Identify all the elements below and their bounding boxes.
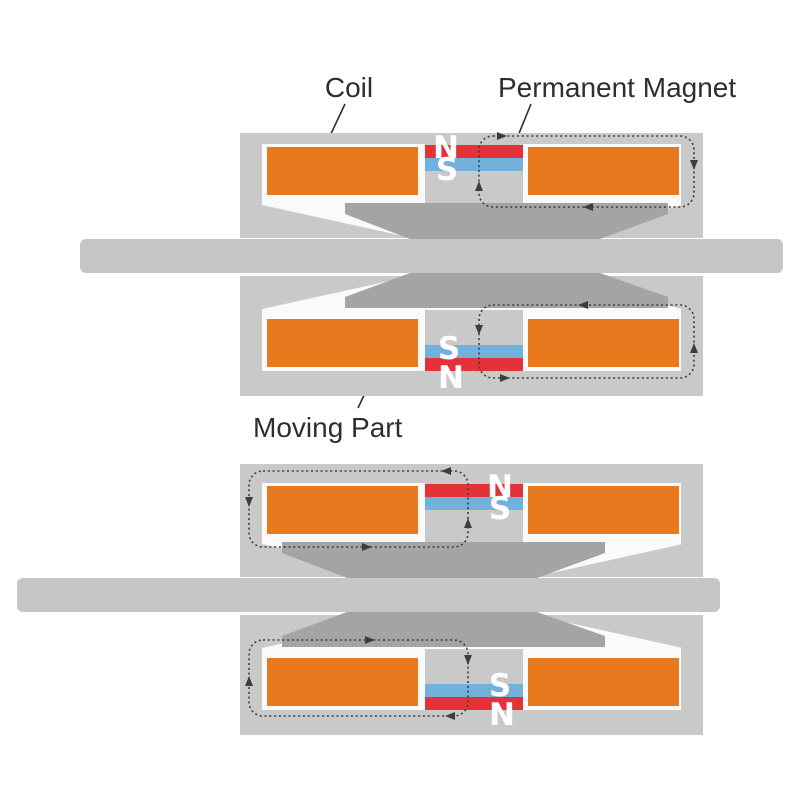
flux-arrow-left xyxy=(441,467,451,475)
coil-label: Coil xyxy=(325,72,373,103)
d1-flux-loops xyxy=(475,132,698,382)
flux-arrow-right xyxy=(365,636,375,644)
flux-arrow-right xyxy=(362,543,372,551)
magnet-south-layer xyxy=(425,345,523,358)
magnet-south-layer xyxy=(425,158,523,171)
magnet-south-layer xyxy=(425,497,523,510)
magnet-north-layer xyxy=(425,145,523,158)
stator-foot-wedge-left xyxy=(262,205,412,238)
d1-moving-part xyxy=(80,203,783,308)
mover-shaft xyxy=(17,578,720,612)
pole-letter-s: S xyxy=(438,331,460,367)
pole-letter-n: N xyxy=(433,130,459,166)
mover-hub-lower xyxy=(345,273,668,308)
flux-arrow-left xyxy=(578,301,588,309)
flux-arrow-up xyxy=(475,181,483,191)
stator-right-leg xyxy=(681,276,703,396)
flux-arrow-left xyxy=(445,712,455,720)
d1-pole-letters: N S S N xyxy=(433,130,464,396)
permanent-magnet-label: Permanent Magnet xyxy=(498,72,736,103)
pole-letter-s: S xyxy=(489,668,511,704)
pole-letter-n: N xyxy=(438,360,464,396)
annotations: Coil Permanent Magnet Moving Part xyxy=(253,72,736,443)
flux-arrow-down xyxy=(245,497,253,507)
d2-moving-part xyxy=(17,542,720,647)
stator-bottom-band xyxy=(240,371,703,396)
flux-arrow-up xyxy=(464,518,472,528)
moving-part-label: Moving Part xyxy=(253,412,403,443)
stator-right-leg xyxy=(681,615,703,735)
coil-left xyxy=(267,147,418,195)
coil-right xyxy=(528,147,679,195)
mover-hub-upper xyxy=(282,542,605,578)
stator-right-leg xyxy=(681,464,703,577)
stator-foot-wedge-left xyxy=(262,276,412,309)
mover-hub-upper xyxy=(345,203,668,239)
stator-left-leg xyxy=(240,464,262,577)
coil-right xyxy=(528,319,679,367)
flux-arrow-down xyxy=(464,655,472,665)
mover-hub-lower xyxy=(282,612,605,647)
stator-bottom-band xyxy=(240,710,703,735)
diagram-2: N S S N xyxy=(17,464,720,735)
stator-left-leg xyxy=(240,615,262,735)
flux-loop-upper xyxy=(478,135,695,208)
coil-right xyxy=(528,658,679,706)
coil-left xyxy=(267,658,418,706)
pole-letter-n: N xyxy=(487,469,513,505)
d1-stator-lower-core xyxy=(240,276,703,396)
pole-letter-n: N xyxy=(489,697,515,733)
magnet-north-layer xyxy=(425,697,523,710)
magnet-north-layer xyxy=(425,484,523,497)
stator-left-leg xyxy=(240,276,262,396)
pole-letter-s: S xyxy=(436,152,458,188)
flux-arrow-up xyxy=(245,676,253,686)
stator-top-band xyxy=(240,464,703,484)
flux-arrow-right xyxy=(497,132,507,140)
flux-arrow-down xyxy=(690,160,698,170)
stator-foot-wedge-right xyxy=(533,544,683,577)
stator-left-leg xyxy=(240,133,262,238)
flux-arrow-up xyxy=(690,343,698,353)
coil-left xyxy=(267,319,418,367)
mover-shaft xyxy=(80,239,783,273)
stator-top-band xyxy=(240,133,703,145)
flux-arrow-left xyxy=(583,203,593,211)
flux-arrow-right xyxy=(500,374,510,382)
d2-pole-letters: N S S N xyxy=(487,469,515,733)
flux-loop-upper xyxy=(248,470,469,548)
coil-left xyxy=(267,486,418,534)
flux-loop-lower xyxy=(478,304,695,379)
pole-letter-s: S xyxy=(489,491,511,527)
coil-right xyxy=(528,486,679,534)
stator-foot-wedge-right xyxy=(533,615,683,648)
d2-flux-loops xyxy=(245,467,472,720)
diagram-1: N S S N xyxy=(80,130,783,396)
magnet-south-layer xyxy=(425,684,523,697)
flux-arrow-down xyxy=(475,325,483,335)
magnet-north-layer xyxy=(425,358,523,371)
stator-right-leg xyxy=(681,133,703,238)
